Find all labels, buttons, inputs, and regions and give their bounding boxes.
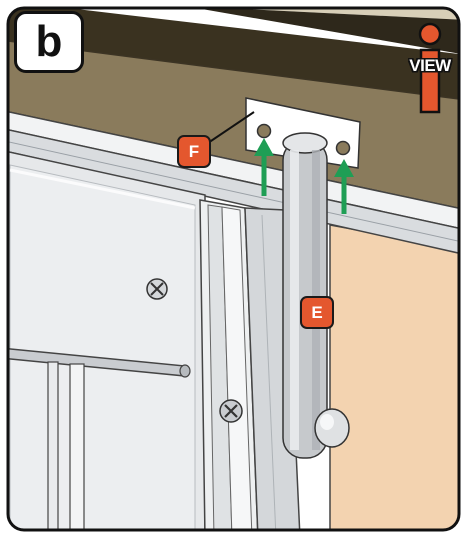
callout-f: F xyxy=(177,135,211,168)
callout-e: E xyxy=(300,296,334,329)
screw-upper xyxy=(147,279,167,299)
view-label: VIEW xyxy=(404,56,456,76)
wall-panel xyxy=(330,225,467,538)
door-glass xyxy=(10,165,195,530)
plate-hole-left xyxy=(258,125,271,138)
bar-post-right xyxy=(70,364,84,538)
screw-lower xyxy=(220,400,242,422)
end-knob xyxy=(315,409,349,447)
plate-hole-right xyxy=(337,142,350,155)
bar-post-left xyxy=(48,362,58,538)
step-label: b xyxy=(14,11,84,73)
